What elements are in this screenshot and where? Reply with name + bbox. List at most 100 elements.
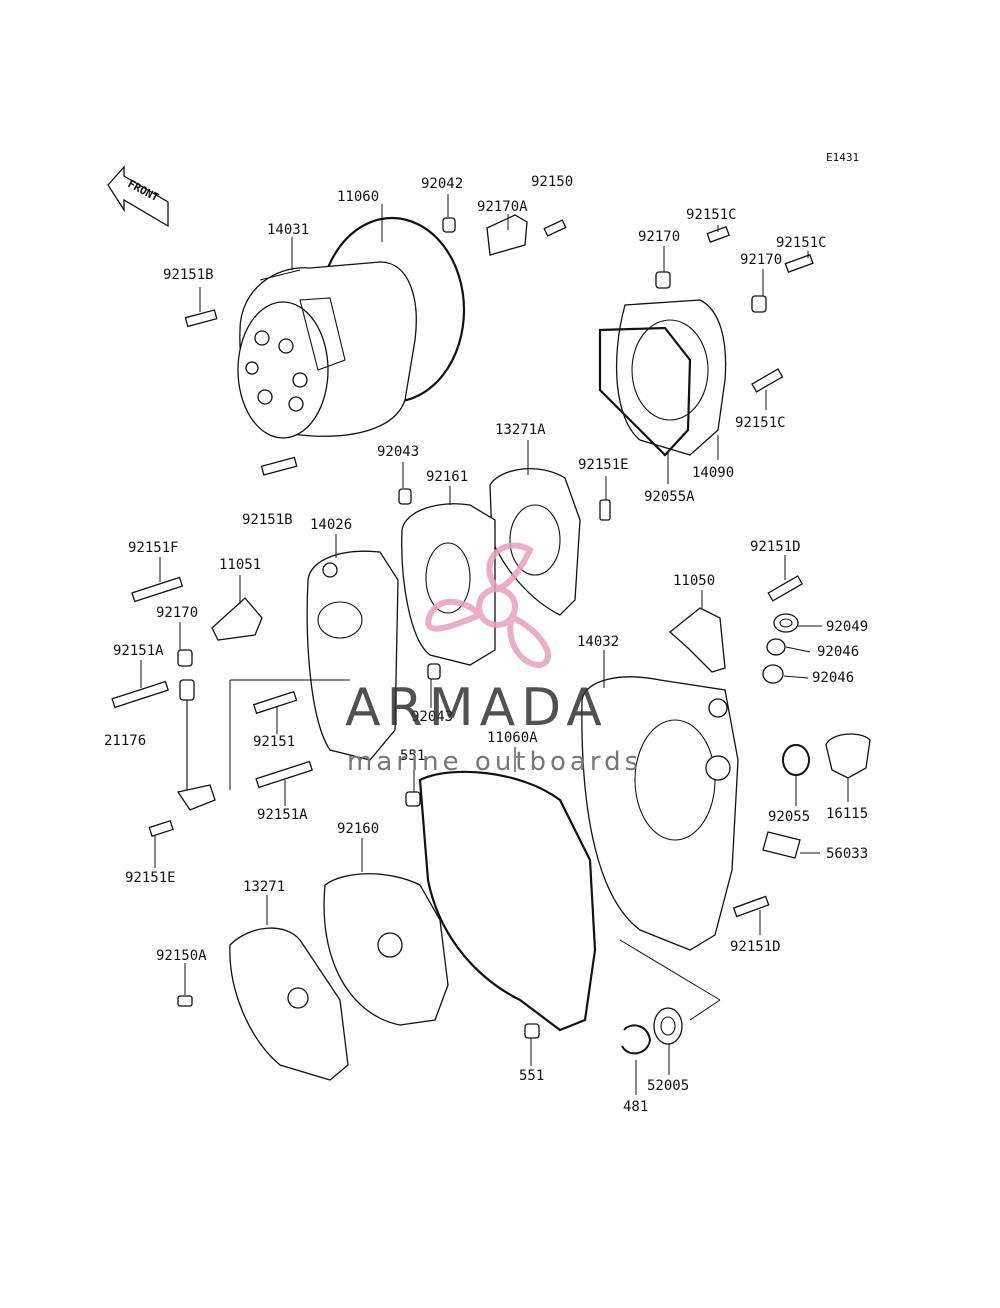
callout-21176: 21176 [104,733,146,749]
callout-11051: 11051 [219,557,261,573]
callout-481: 481 [623,1099,648,1115]
armada-watermark: ARMADA marine outboards [345,542,642,777]
part-92043-dowel-mid [427,663,441,680]
callout-92151: 92151 [253,734,295,750]
callout-92170-a: 92170 [638,229,680,245]
part-92151C-bolt-c [751,368,784,393]
part-92151A-bolt-a [111,680,169,709]
part-92042-dowel [442,217,456,233]
part-14031-cover [237,216,466,439]
callout-551-a: 551 [400,748,425,764]
callout-92170A: 92170A [477,199,528,215]
part-481-circlip [621,1024,652,1055]
part-92151F-bolt [131,576,184,603]
part-92151E-bolt-bot [148,819,174,837]
callout-92055A: 92055A [644,489,695,505]
part-14032-cover [581,676,739,951]
callout-13271A: 13271A [495,422,546,438]
callout-92151B-mid: 92151B [242,512,293,528]
part-92150A-bolt [177,995,193,1007]
part-92043-dowel-top [398,488,412,505]
callout-labels: 92042 92150 11060 92170A 14031 92151B 92… [104,174,868,1115]
callout-11050: 11050 [673,573,715,589]
callout-92151E-bot: 92151E [125,870,176,886]
part-92046-bearing-b [762,664,784,684]
part-11051-bracket [211,597,263,641]
diagram-code: E1431 [826,151,859,164]
callout-92151B-top: 92151B [163,267,214,283]
leader-lines [140,194,849,1095]
part-11050-bracket [668,607,726,673]
part-92151C-bolt-a [706,225,730,243]
callout-92150A: 92150A [156,948,207,964]
callout-92055: 92055 [768,809,810,825]
callout-92151A-a: 92151A [113,643,164,659]
part-92170-clamp-a [655,271,671,289]
callout-92151D-top: 92151D [750,539,801,555]
callout-92151E-top: 92151E [578,457,629,473]
callout-14090: 14090 [692,465,734,481]
callout-11060: 11060 [337,189,379,205]
front-arrow-icon: FRONT [107,165,169,228]
part-92160-plate [323,873,449,1026]
part-92151D-bolt-top [767,575,804,602]
callout-92150: 92150 [531,174,573,190]
part-92170-clamp-b [751,295,767,313]
callout-92042: 92042 [421,176,463,192]
part-13271-plate [229,927,349,1081]
callout-92151A-b: 92151A [257,807,308,823]
part-11060A-gasket [418,770,597,1032]
callout-92043-mid: 92043 [411,709,453,725]
part-92161-spacer [401,503,496,666]
part-92150-bolt [543,219,567,237]
callout-92151C-a: 92151C [686,207,737,223]
callout-14032: 14032 [577,634,619,650]
watermark-brand: ARMADA [345,678,608,738]
part-92046-bearing-a [766,638,786,656]
callout-14026: 14026 [310,517,352,533]
callout-92049: 92049 [826,619,868,635]
callout-92170-b: 92170 [740,252,782,268]
watermark-tagline: marine outboards [347,747,642,777]
part-16115-cap [825,733,871,779]
part-14026-cover [306,550,399,761]
callout-56033: 56033 [826,846,868,862]
callout-92170-c: 92170 [156,605,198,621]
part-92055-oring [782,744,810,776]
part-bolt-lower [260,456,298,476]
part-92151E-bolt-top [599,499,611,521]
part-92151C-bolt-b [784,253,814,273]
callout-92043-top: 92043 [377,444,419,460]
part-92049-seal [773,613,799,633]
callout-16115: 16115 [826,806,868,822]
callout-92151D-bot: 92151D [730,939,781,955]
callout-551-b: 551 [519,1068,544,1084]
propeller-logo-icon [425,542,552,669]
part-14090-cover [598,299,727,457]
callout-92151F: 92151F [128,540,179,556]
part-92170A-bracket [486,214,528,256]
part-13271A-plate [489,468,581,616]
callout-13271: 13271 [243,879,285,895]
part-92151-bolt [252,690,298,715]
part-92151A-bolt-b [255,760,313,789]
callout-92151C-c: 92151C [735,415,786,431]
callout-52005: 52005 [647,1078,689,1094]
part-21176-sensor [176,679,216,811]
callout-92046-a: 92046 [817,644,859,660]
callout-11060A: 11060A [487,730,538,746]
part-92151B-bolt [184,309,218,328]
part-56033-label [762,831,801,859]
callout-92151C-b: 92151C [776,235,827,251]
part-551-dowel-a [405,791,421,807]
part-52005-impeller [653,1007,683,1045]
part-551-dowel-b [524,1023,540,1039]
callout-92160: 92160 [337,821,379,837]
part-92170-clamp-c [177,649,193,667]
callout-92046-b: 92046 [812,670,854,686]
part-92151D-bolt-bot [732,895,770,918]
callout-92161: 92161 [426,469,468,485]
callout-14031: 14031 [267,222,309,238]
